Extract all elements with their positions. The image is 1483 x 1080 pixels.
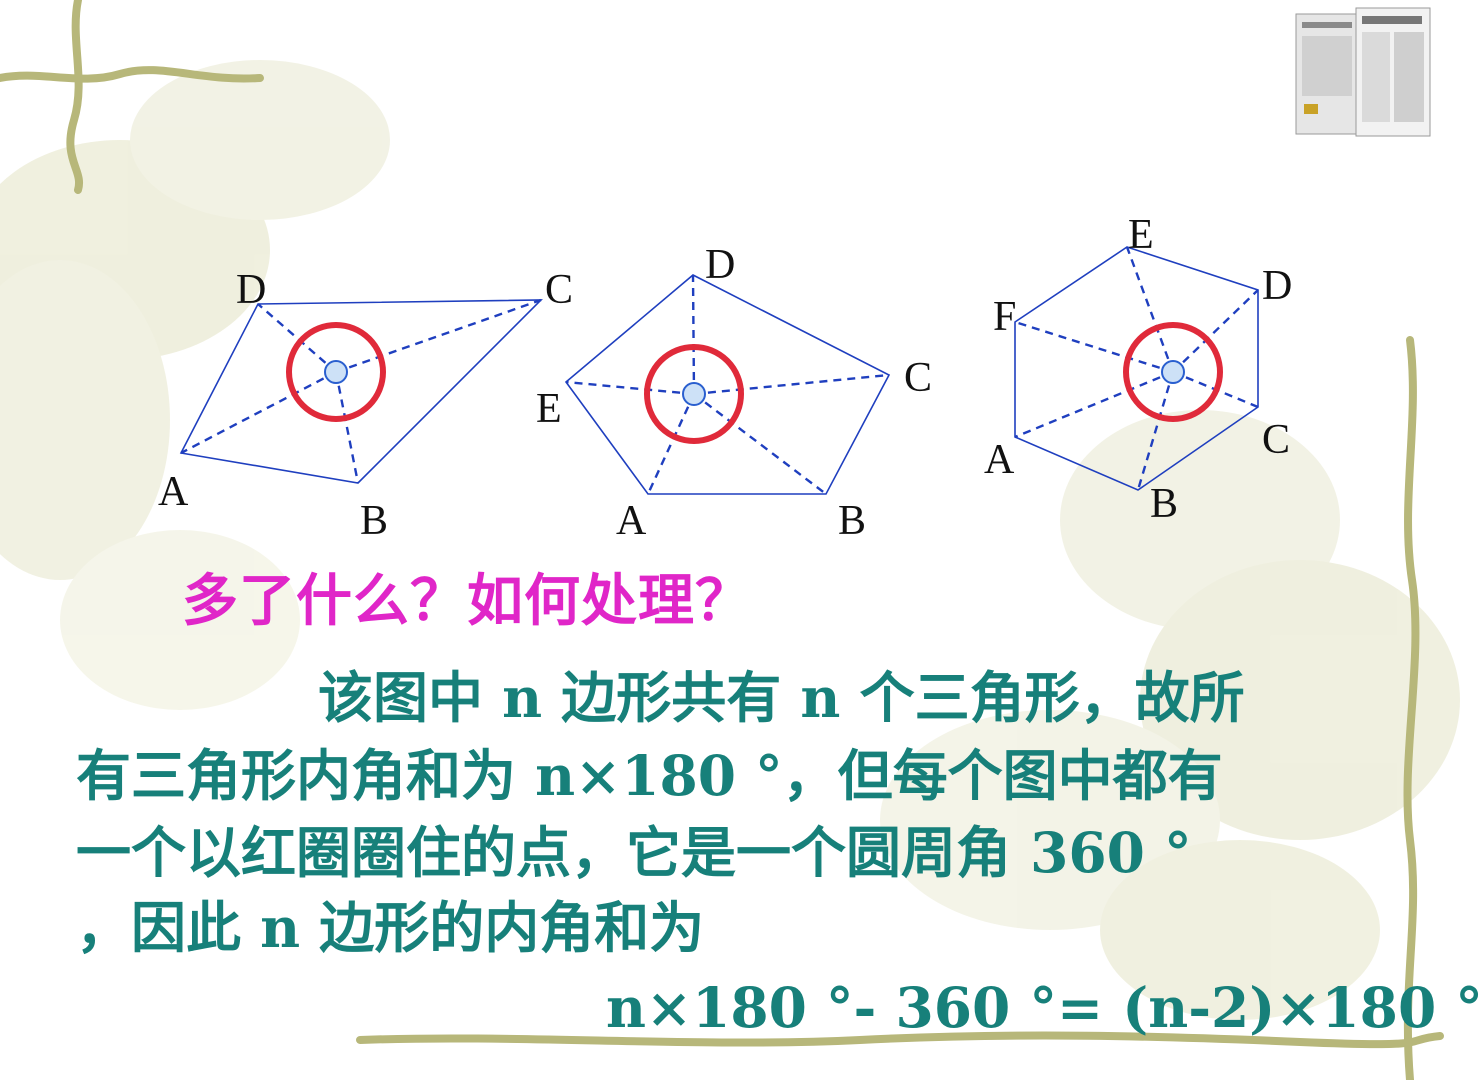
diagonal-to-a: [180, 370, 337, 455]
vertex-label-b: B: [838, 498, 866, 544]
vertex-label-d: D: [705, 242, 735, 288]
red-ring: [286, 322, 386, 422]
vertex-label-e: E: [536, 386, 562, 432]
question-text: 多了什么？如何处理？: [182, 568, 752, 634]
center-point: [324, 360, 348, 384]
explanation-line-3: 一个以红圈圈住的点，它是一个圆周角 360 °: [76, 820, 1192, 885]
diagonal-to-d: [257, 303, 337, 373]
vine-border-top-left: [0, 0, 264, 194]
diagonal-to-a: [646, 393, 696, 495]
diagonal-to-e: [565, 380, 695, 396]
vertex-label-d: D: [1262, 263, 1292, 309]
diagonal-to-d: [1172, 289, 1259, 373]
diagonal-to-a: [1014, 370, 1174, 439]
vertex-label-f: F: [993, 294, 1016, 340]
diagonal-to-b: [334, 371, 360, 484]
vertex-label-c: C: [1262, 417, 1290, 463]
vertex-label-a: A: [158, 469, 189, 515]
center-point: [682, 382, 706, 406]
quadrilateral-outline: [179, 299, 543, 484]
pentagon-figure: A B C D E: [536, 242, 932, 544]
vertex-label-e: E: [1128, 212, 1154, 258]
vertex-label-b: B: [1150, 481, 1178, 527]
red-ring: [1123, 322, 1223, 422]
vertex-label-a: A: [984, 437, 1015, 483]
explanation-line-4: ，因此 n 边形的内角和为: [76, 895, 705, 960]
diagonal-to-c: [693, 373, 890, 396]
red-ring: [644, 344, 744, 444]
quadrilateral-figure: A B C D: [158, 267, 573, 544]
polygon-diagram: A B C D A B C D E A B C D E F: [158, 212, 1292, 544]
explanation-line-1: 该图中 n 边形共有 n 个三角形，故所: [318, 665, 1245, 730]
vertex-label-b: B: [360, 498, 388, 544]
pentagon-outline: [564, 274, 891, 495]
diagonal-to-b: [693, 393, 827, 495]
diagonal-to-d: [691, 274, 696, 395]
vertex-label-c: C: [545, 267, 573, 313]
diagonal-to-b: [1136, 371, 1175, 491]
vertex-label-d: D: [236, 267, 266, 313]
faded-leaves-decoration: [0, 60, 1460, 1020]
hexagon-figure: A B C D E F: [984, 212, 1292, 527]
vine-border-bottom-right: [356, 336, 1444, 1080]
formula-text: n×180 °- 360 °= (n-2)×180 °: [606, 975, 1483, 1040]
vertex-label-c: C: [904, 355, 932, 401]
explanation-line-2: 有三角形内角和为 n×180 °，但每个图中都有: [76, 743, 1223, 808]
diagonal-to-e: [1125, 246, 1175, 373]
vertex-label-a: A: [616, 498, 647, 544]
newspaper-thumbnail-image: [1295, 7, 1431, 137]
center-point: [1161, 360, 1185, 384]
